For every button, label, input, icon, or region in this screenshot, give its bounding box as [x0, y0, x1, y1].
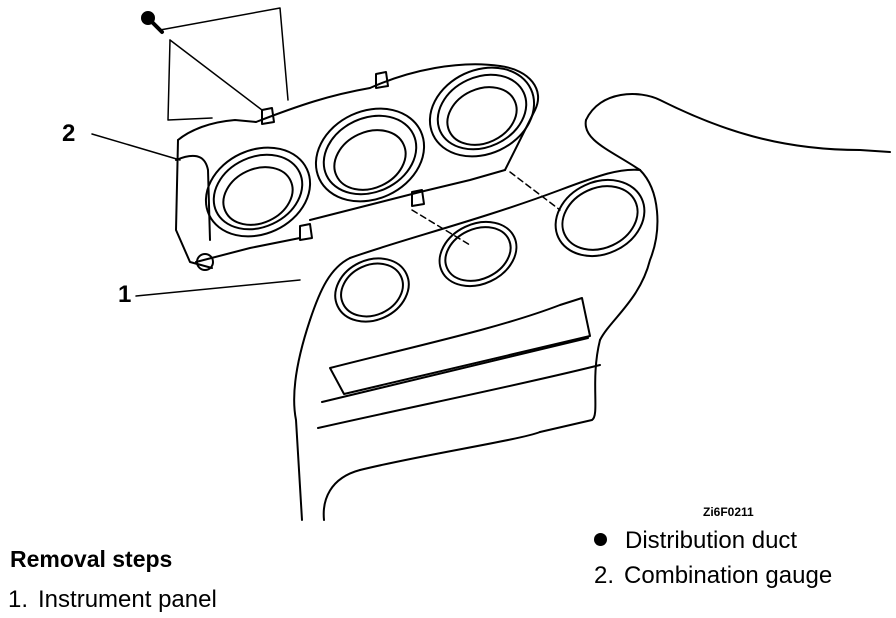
- step-label: Instrument panel: [38, 586, 217, 613]
- instrument-panel-outline: [293, 93, 891, 521]
- screw-icon: [141, 11, 164, 34]
- legend-item-distribution-duct: Distribution duct: [594, 528, 797, 554]
- figure-code: Zi6F0211: [703, 505, 754, 519]
- legend-item-combination-gauge: 2. Combination gauge: [594, 563, 832, 589]
- bullet-icon: [594, 533, 607, 547]
- callout-2: 2: [62, 120, 76, 147]
- callout-1: 1: [118, 281, 132, 308]
- legend-label: Distribution duct: [625, 527, 798, 554]
- mounting-brackets: [261, 71, 425, 241]
- guide-lines: [411, 171, 561, 246]
- combination-gauge: [175, 63, 540, 271]
- legend-number: 2.: [594, 562, 615, 589]
- leader-lines: [91, 133, 301, 297]
- removal-step-1: 1. Instrument panel: [8, 587, 217, 613]
- legend-label: Combination gauge: [624, 562, 833, 589]
- step-number: 1.: [8, 586, 29, 613]
- removal-steps-title: Removal steps: [10, 546, 173, 572]
- gauge-bezels: [204, 66, 536, 238]
- explode-lines: [159, 7, 289, 121]
- panel-gauge-openings: [334, 179, 646, 323]
